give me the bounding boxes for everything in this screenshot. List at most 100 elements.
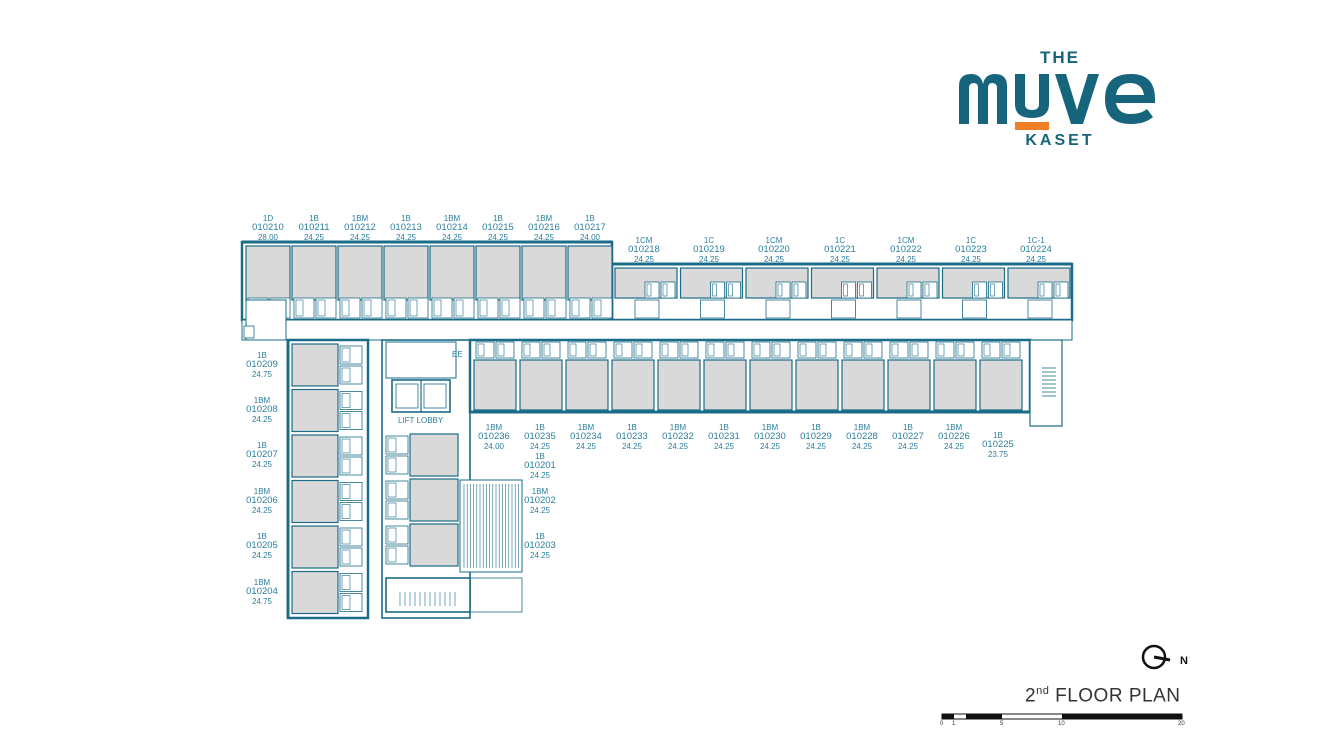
bathroom: [591, 297, 613, 319]
unit-room: [383, 245, 429, 301]
bathroom: [567, 341, 587, 359]
unit-room: [291, 525, 339, 569]
bathroom: [339, 456, 363, 476]
bathroom: [906, 281, 922, 299]
fixture: [341, 504, 351, 519]
stair-inner: [459, 479, 523, 573]
bathroom: [339, 411, 363, 430]
bathroom: [521, 341, 541, 359]
fixture: [819, 343, 827, 357]
scale-bar: 0 1 5 10 20: [940, 712, 1190, 739]
fixture: [455, 299, 464, 317]
unit-room: [521, 245, 567, 301]
bathroom: [293, 297, 315, 319]
fixture: [523, 343, 531, 357]
fixture: [753, 343, 761, 357]
fixture: [957, 343, 965, 357]
fixture: [341, 393, 351, 408]
unit-room: [291, 343, 339, 387]
bathroom: [955, 341, 975, 359]
bathroom: [431, 297, 453, 319]
unit-room: [291, 388, 339, 433]
bathroom: [523, 297, 545, 319]
fixture: [433, 299, 442, 317]
fixture: [387, 437, 397, 453]
scale-tick-0: 0: [940, 721, 944, 727]
unit-room: [475, 245, 521, 301]
fixture: [681, 343, 689, 357]
bathroom: [545, 297, 567, 319]
bathroom: [1053, 281, 1069, 299]
fixture: [990, 283, 995, 297]
fixture: [341, 367, 351, 383]
bathroom: [385, 455, 409, 475]
bathroom: [725, 341, 745, 359]
fixture: [799, 343, 807, 357]
fixture: [387, 299, 396, 317]
landing: [469, 577, 523, 613]
unit-room: [429, 245, 475, 301]
bathroom: [1001, 341, 1021, 359]
bathroom: [775, 281, 791, 299]
floor-ordinal: 2: [1025, 685, 1037, 707]
unit-room: [933, 359, 977, 411]
bathroom: [385, 480, 409, 500]
fixture: [341, 438, 351, 454]
bathroom: [499, 297, 521, 319]
fixture: [1055, 283, 1061, 297]
fixture: [924, 283, 930, 297]
fixture: [341, 413, 351, 428]
bathroom: [817, 341, 837, 359]
bathroom: [339, 345, 363, 365]
bathroom: [315, 297, 337, 319]
service-room: [385, 341, 457, 379]
fixture: [773, 343, 781, 357]
bathroom: [841, 281, 856, 299]
fixture: [341, 484, 351, 499]
fixture: [341, 299, 350, 317]
bathroom: [475, 341, 495, 359]
bathroom: [385, 297, 407, 319]
unit-room: [519, 359, 563, 411]
bathroom: [339, 573, 363, 592]
bathroom: [843, 341, 863, 359]
fixture: [341, 529, 351, 545]
fixture: [845, 343, 853, 357]
fixture: [865, 343, 873, 357]
ee-label: EE: [452, 350, 463, 359]
fixture: [911, 343, 919, 357]
core-shell: [381, 339, 471, 619]
bathroom: [385, 525, 409, 545]
bathroom: [972, 281, 987, 299]
stair-bottom: [385, 577, 471, 613]
fixture: [341, 549, 351, 565]
fixture: [646, 283, 652, 297]
unit-room: [611, 359, 655, 411]
bathroom: [751, 341, 771, 359]
compass-icon: [1141, 644, 1171, 670]
fixture: [937, 343, 945, 357]
lift-lobby-label: LIFT LOBBY: [398, 416, 444, 425]
bathroom: [339, 482, 363, 501]
fixture: [1003, 343, 1011, 357]
floor-plan-title: 2nd FLOOR PLAN: [1025, 685, 1180, 707]
scale-bar-graphic: [941, 713, 1183, 720]
unit-room: [409, 523, 459, 567]
bathroom: [613, 341, 633, 359]
scale-tick-5: 5: [1000, 721, 1004, 727]
corner-fixture: [243, 325, 255, 339]
